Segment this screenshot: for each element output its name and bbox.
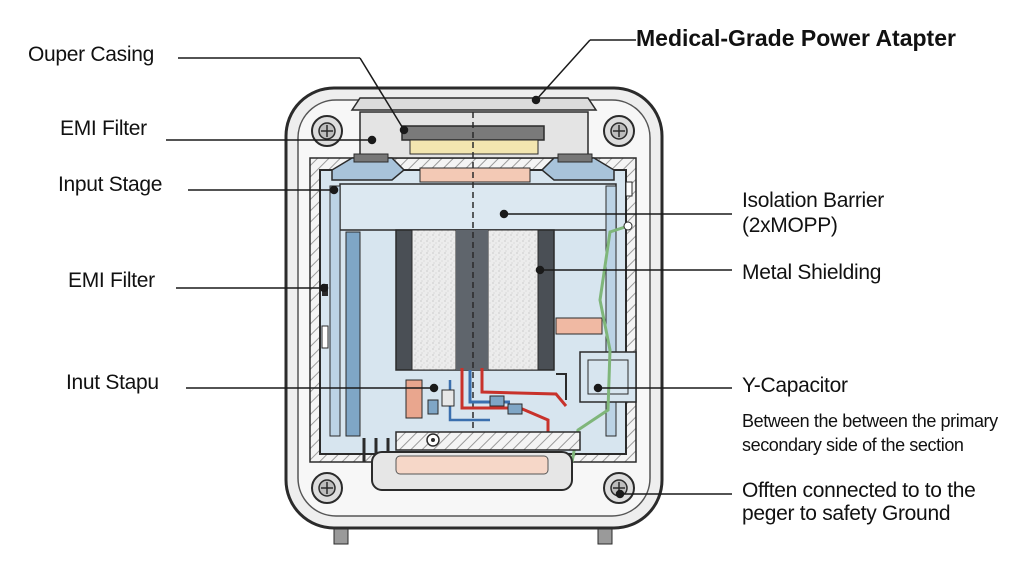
corner-screw-top-right: [603, 115, 635, 147]
shield-wall-left: [329, 185, 341, 437]
label-ground-note-1: Offten connected to to the: [742, 479, 976, 502]
label-metal-shielding: Metal Shielding: [742, 261, 882, 284]
diagram-title: Medical-Grade Power Atapter: [636, 25, 956, 51]
transformer-core: [395, 229, 555, 371]
green-ground-wire: [570, 224, 629, 463]
corner-screw-bottom-right: [603, 472, 635, 504]
label-input-stapu: Inut Stapu: [66, 371, 159, 394]
label-ground-note-2: peger to safety Ground: [742, 502, 951, 525]
isolation-barrier: [339, 183, 617, 231]
label-y-capacitor: Y-Capacitor: [742, 374, 848, 397]
label-y-cap-note-2: secondary side of the section: [742, 435, 964, 455]
input-resistor: [405, 379, 423, 419]
input-stage-pad: [419, 167, 531, 183]
label-isolation-barrier-sub: (2xMOPP): [742, 214, 838, 237]
label-isolation-barrier: Isolation Barrier: [742, 189, 884, 212]
yellow-pad: [409, 139, 539, 155]
leader-lines: [166, 39, 732, 499]
label-emi-filter-1: EMI Filter: [60, 117, 147, 140]
pink-component: [555, 317, 603, 335]
clamp-left: [331, 157, 406, 181]
label-outer-casing: Ouper Casing: [28, 43, 154, 66]
corner-screw-bottom-left: [311, 472, 343, 504]
label-emi-filter-2: EMI Filter: [68, 269, 155, 292]
corner-screw-top-left: [311, 115, 343, 147]
shield-wall-right: [605, 185, 617, 437]
label-y-cap-note-1: Between the between the primary: [742, 411, 998, 431]
clamp-right: [540, 157, 615, 181]
bottom-bus: [395, 431, 581, 451]
label-input-stage: Input Stage: [58, 173, 163, 196]
